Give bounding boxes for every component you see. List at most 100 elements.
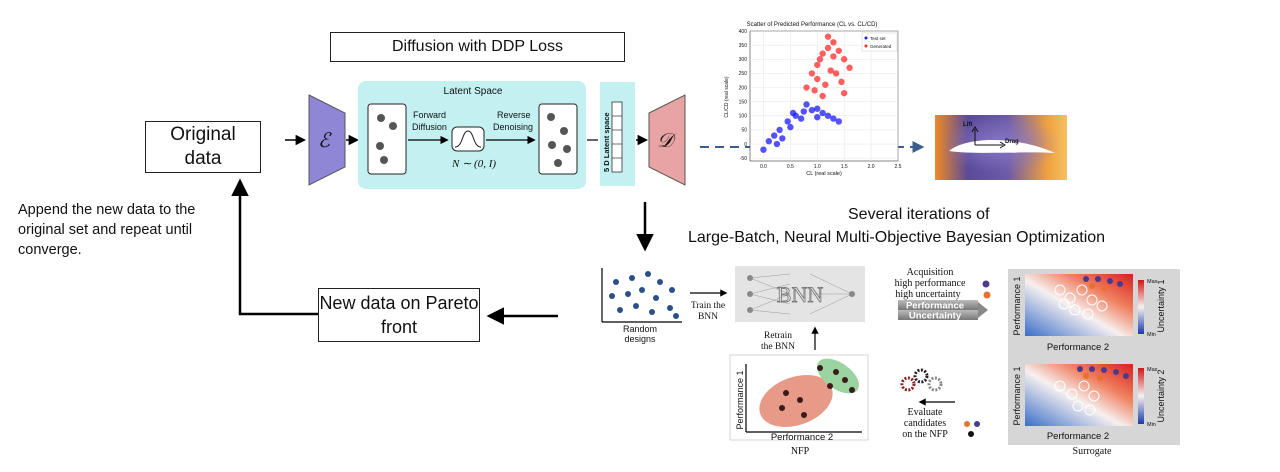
scatter-ytick: 350 (739, 43, 748, 49)
scatter-point-test (760, 146, 767, 153)
cbar1-max: Max (1147, 279, 1158, 285)
diffusion-title-box: Diffusion with DDP Loss (330, 32, 625, 62)
scatter-ytick: 100 (739, 114, 748, 120)
scatter-point-test (835, 118, 842, 125)
evaluate-l3: on the NFP (902, 429, 948, 440)
original-data-box: Original data (145, 121, 261, 173)
scatter-ytick: 0 (744, 142, 747, 148)
iterations-line2: Large-Batch, Neural Multi-Objective Baye… (688, 229, 1106, 246)
nfp-label: NFP (791, 446, 810, 457)
scatter-point-generated (840, 89, 848, 97)
scatter-ytick: -50 (740, 156, 747, 162)
scatter-ytick: 200 (739, 85, 748, 91)
acq-title: Acquisition (907, 267, 954, 278)
scatter-xtick: 2.0 (868, 164, 875, 170)
cbar2-min: Min (1147, 422, 1156, 428)
cbar2-max: Max (1147, 367, 1158, 373)
uncertainty-tag-label: Uncertainty (909, 311, 962, 322)
loop-arrow (231, 178, 318, 316)
scatter-point-generated (838, 78, 845, 86)
evaluate-l1: Evaluate (908, 407, 944, 418)
latent-title: Latent Space (444, 86, 503, 97)
scatter-xlabel: CL (real scale) (806, 171, 842, 177)
evaluate-l2: candidates (904, 418, 946, 429)
scatter-point-generated (824, 44, 832, 52)
scatter-point-test (797, 115, 805, 122)
latent-box-left (367, 103, 407, 175)
performance-tag (898, 300, 978, 310)
gaussian-icon (451, 126, 485, 152)
retrain-l2: the BNN (761, 342, 795, 352)
scatter-point-test (800, 108, 808, 115)
acq-hp: high performance (895, 278, 966, 289)
surr-perf2-top: Performance 2 (1047, 342, 1109, 353)
scatter-legend (861, 32, 898, 52)
scatter-xtick: 0.5 (787, 164, 794, 170)
scatter-point-test (814, 113, 821, 121)
bnn-label: BNN (777, 282, 824, 307)
scatter-title: Scatter of Predicted Performance (CL vs.… (747, 22, 878, 28)
scatter-ylabel: CL/CD (real scale) (724, 76, 730, 117)
scatter-point-test (830, 115, 837, 122)
performance-tag-label: Performance (906, 301, 964, 312)
unc1-label: Uncertainty 1 (1156, 279, 1166, 332)
latent-box-right (538, 103, 578, 175)
decoder-symbol: 𝒟 (657, 130, 677, 152)
reverse-label-1: Reverse (497, 110, 531, 120)
scatter-point-test (776, 126, 783, 134)
scatter-point-generated (822, 81, 829, 88)
legend-generated: Generated (870, 44, 892, 49)
uncertainty-tag (898, 310, 978, 320)
scatter-point-generated (824, 33, 832, 40)
surrogate-heatmap-1 (1025, 274, 1133, 336)
encoder-symbol: ℰ (318, 130, 332, 152)
scatter-point-test (765, 138, 773, 145)
scatter-point-test (787, 123, 794, 131)
unc2-label: Uncertainty 2 (1156, 369, 1166, 422)
surr-perf1-top: Performance 1 (1012, 276, 1022, 335)
reverse-label-2: Denoising (493, 122, 533, 132)
bo-panel: Random designs Train the BNN BNN Retrain… (601, 266, 1180, 457)
scatter-point-generated (819, 92, 826, 100)
nfp-perf2: Performance 2 (771, 432, 833, 443)
scatter-point-generated (830, 53, 837, 60)
random-designs-l1: Random (623, 324, 657, 334)
scatter-ytick: 400 (739, 29, 748, 35)
scatter-point-test (773, 140, 781, 148)
random-designs-l2: designs (624, 334, 656, 344)
new-data-box: New data on Pareto front (318, 288, 480, 342)
airfoil-image: Lift Drag (935, 115, 1067, 180)
scatter-xtick: 1.5 (841, 164, 848, 170)
scatter-point-generated (832, 70, 840, 77)
scatter-point-test (808, 106, 816, 114)
decoder-shape (648, 94, 686, 186)
scatter-point-test (779, 135, 786, 142)
scatter-point-generated (840, 56, 848, 63)
gears-icon (900, 368, 943, 392)
lift-label: Lift (963, 122, 972, 128)
scatter-point-generated (819, 50, 826, 57)
scatter-point-test (784, 118, 791, 125)
noise-label: N ∼ (0, I) (451, 158, 496, 170)
forward-label-1: Forward (413, 110, 446, 120)
scatter-point-generated (814, 61, 821, 69)
scatter-point-test (819, 109, 826, 117)
encoder-shape (308, 94, 346, 186)
scatter-point-test (814, 105, 821, 112)
scatter-point-generated (803, 84, 810, 91)
acq-hu: high uncertainty (895, 289, 960, 300)
iterations-line1: Several iterations of (848, 206, 990, 223)
scatter-xtick: 2.5 (895, 164, 902, 170)
retrain-l1: Retrain (764, 331, 792, 341)
scatter-point-test (824, 112, 832, 119)
scatter-point-generated (811, 87, 818, 94)
scatter-point-generated (846, 64, 853, 71)
scatter-point-test (803, 101, 810, 108)
train-l1: Train the (691, 301, 725, 311)
scatter-point-generated (816, 56, 824, 63)
legend-test: Test set (870, 36, 886, 41)
scatter-xtick: 1.0 (814, 164, 821, 170)
drag-label: Drag (1005, 139, 1019, 145)
forward-label-2: Diffusion (412, 122, 447, 132)
